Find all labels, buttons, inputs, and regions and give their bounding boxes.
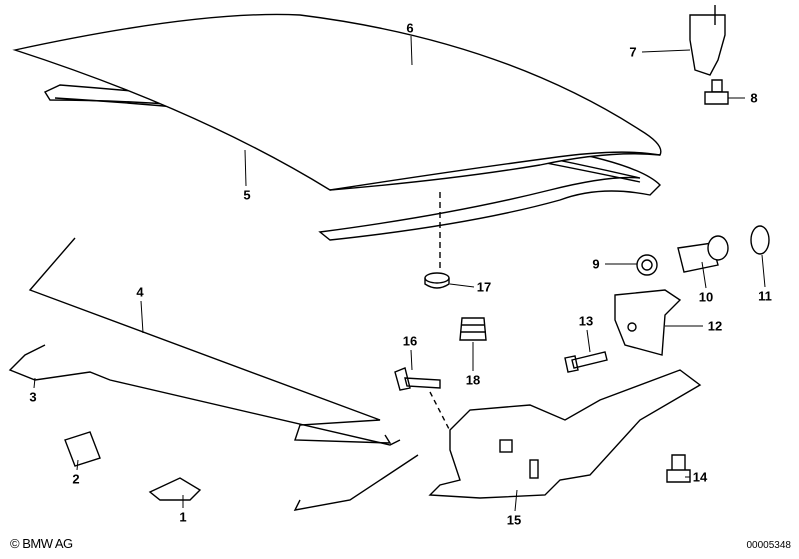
copyright-text: © BMW AG bbox=[10, 536, 73, 551]
callout-14: 14 bbox=[692, 469, 708, 485]
part-buffer-18 bbox=[459, 317, 487, 341]
callout-16: 16 bbox=[402, 333, 418, 349]
callout-4: 4 bbox=[136, 284, 144, 300]
part-bracket-7 bbox=[689, 5, 726, 76]
part-striker-12 bbox=[614, 289, 682, 356]
callout-12: 12 bbox=[707, 318, 723, 334]
callout-7: 7 bbox=[629, 44, 637, 60]
callout-13: 13 bbox=[578, 313, 594, 329]
part-rod-4 bbox=[28, 237, 419, 511]
callout-17: 17 bbox=[476, 279, 492, 295]
part-plug-17 bbox=[424, 272, 450, 289]
callout-18: 18 bbox=[465, 372, 481, 388]
callout-15: 15 bbox=[506, 512, 522, 528]
part-lid-6 bbox=[12, 13, 662, 191]
callout-2: 2 bbox=[72, 471, 80, 487]
part-bolt-13 bbox=[564, 351, 608, 373]
part-clip-2 bbox=[64, 431, 101, 467]
part-bolt-8 bbox=[704, 79, 729, 105]
callout-3: 3 bbox=[29, 389, 37, 405]
drawing-number: 00005348 bbox=[746, 540, 792, 551]
callout-10: 10 bbox=[698, 289, 714, 305]
part-rod-3 bbox=[8, 344, 401, 446]
part-bolt-14 bbox=[666, 454, 691, 483]
callout-1: 1 bbox=[179, 509, 187, 525]
part-bolt-16 bbox=[394, 367, 441, 391]
callout-6: 6 bbox=[406, 20, 414, 36]
callout-11: 11 bbox=[758, 288, 772, 304]
callout-8: 8 bbox=[750, 90, 758, 106]
callout-9: 9 bbox=[592, 256, 600, 272]
leader-lines bbox=[33, 35, 766, 512]
part-lock-9-10-11 bbox=[636, 225, 770, 276]
part-clip-1 bbox=[148, 477, 202, 501]
part-hinge-15 bbox=[428, 369, 702, 499]
callout-5: 5 bbox=[243, 187, 251, 203]
